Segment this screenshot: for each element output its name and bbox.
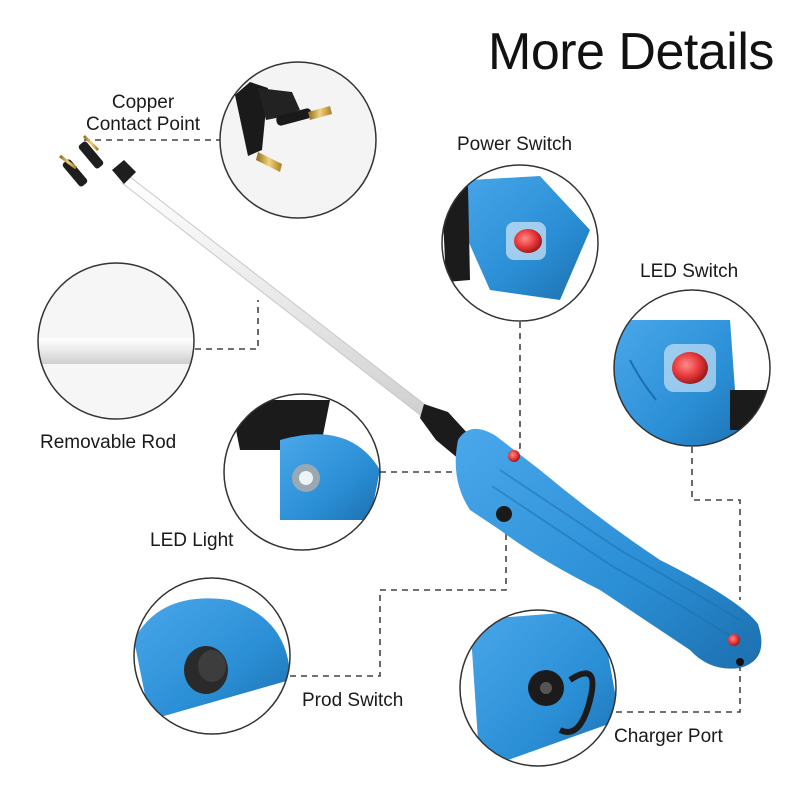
fork-tip [59,134,136,187]
led-switch-on-body [728,634,740,646]
label-copper-line-2: Contact Point [86,114,201,135]
label-copper-contact-point: Copper Contact Point [86,92,200,136]
detail-circle-prod-switch [133,577,291,735]
detail-circle-charger-port [459,609,617,767]
label-copper-line-1: Copper [111,92,175,113]
callout-line-charger [616,665,741,713]
label-prod-switch: Prod Switch [302,690,404,711]
callout-line-power [513,322,521,457]
detail-circle-led-light [223,393,381,551]
label-charger-port: Charger Port [614,726,723,747]
detail-circle-copper-contact [219,61,377,219]
callout-line-led-switch [691,447,741,600]
callout-line-rod [195,300,259,350]
label-removable-rod: Removable Rod [40,432,177,453]
detail-circle-led-switch [613,289,771,447]
page-title: More Details [488,23,774,81]
label-led-light: LED Light [150,530,234,551]
trigger-button [496,506,512,522]
label-power-switch: Power Switch [457,134,573,155]
detail-circle-power-switch [441,164,599,322]
power-switch-on-body [508,450,520,462]
prod-illustration [59,134,762,669]
label-led-switch: LED Switch [640,261,739,282]
callout-line-prod [290,520,507,677]
detail-circle-removable-rod [37,262,195,420]
